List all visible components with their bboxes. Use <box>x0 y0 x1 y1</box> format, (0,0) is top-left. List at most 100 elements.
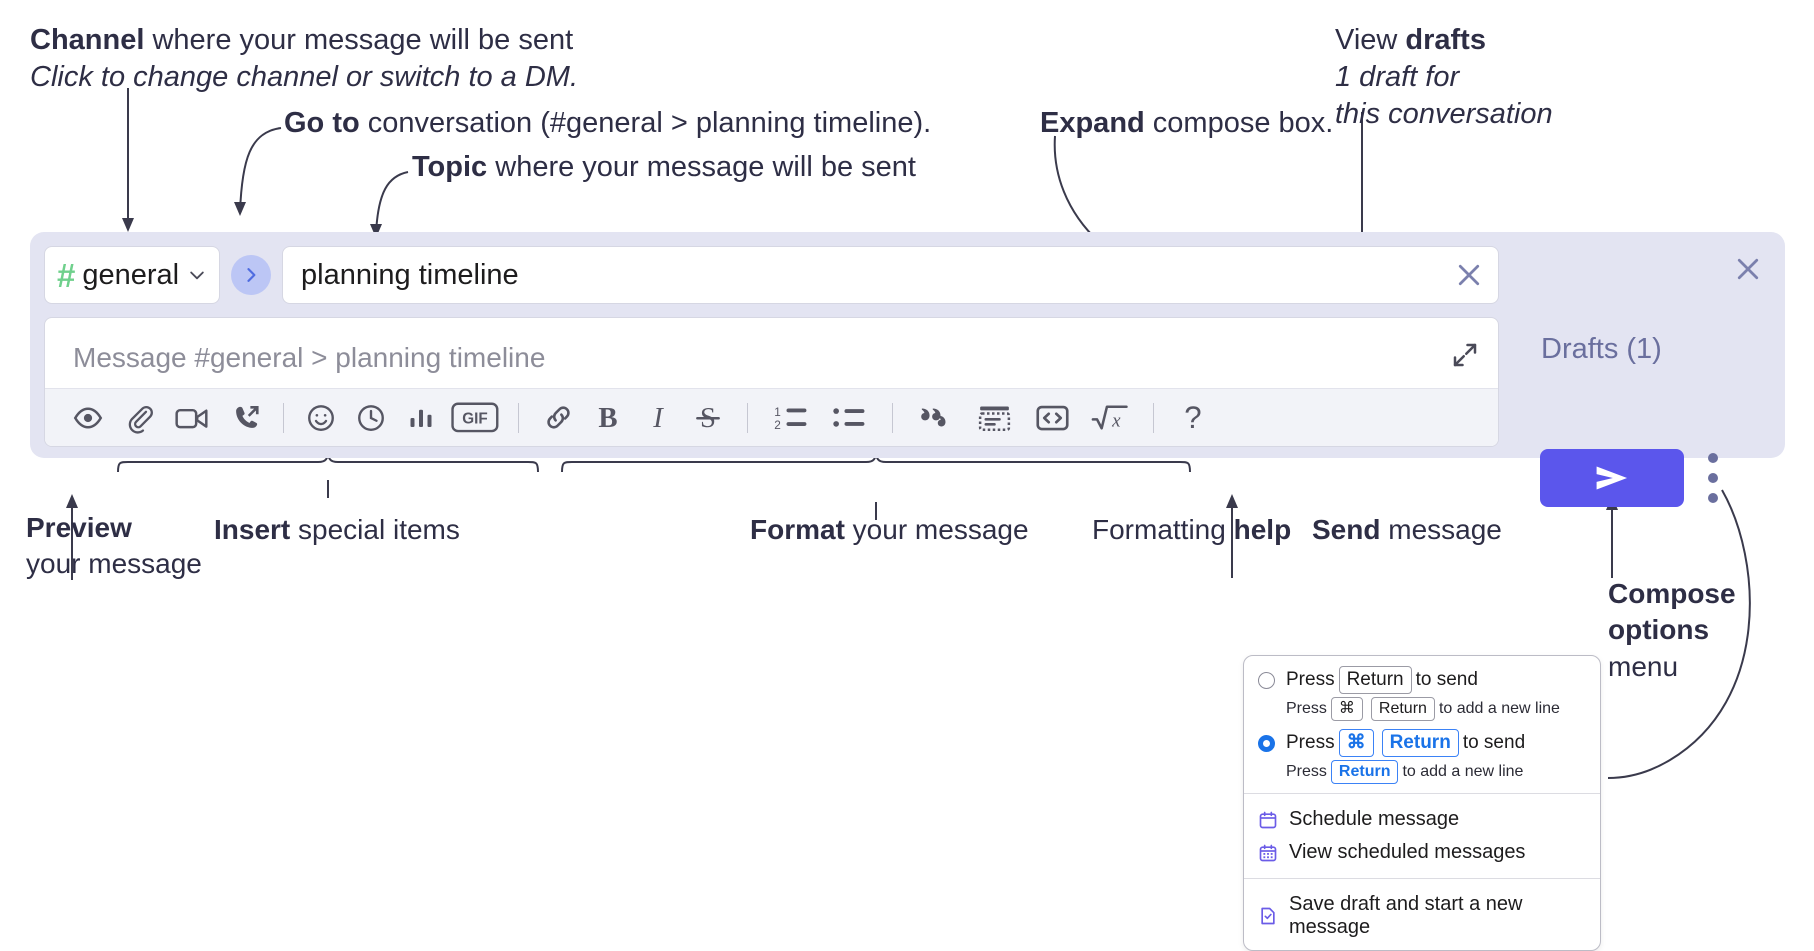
code-block-icon[interactable] <box>965 396 1023 440</box>
channel-selector[interactable]: # general <box>44 246 220 304</box>
annotation-insert-rest: special items <box>290 514 460 545</box>
kebab-dot <box>1708 453 1718 463</box>
key-return: Return <box>1338 666 1412 694</box>
menu-option-return-to-send[interactable]: Press Return to send <box>1244 666 1600 694</box>
send-button[interactable] <box>1540 449 1684 507</box>
expand-compose-box-icon[interactable] <box>1450 340 1480 370</box>
toolbar-divider <box>747 402 748 433</box>
hash-icon: # <box>57 256 76 294</box>
channel-name-label: general <box>82 258 180 291</box>
compose-options-menu-button[interactable] <box>1708 453 1718 503</box>
math-sqrt-icon[interactable]: x <box>1081 396 1139 440</box>
gif-label: GIF <box>462 411 487 428</box>
svg-text:2: 2 <box>774 418 781 432</box>
annotation-goto-bold: Go to <box>284 107 360 139</box>
italic-icon[interactable]: I <box>633 396 683 440</box>
drafts-link[interactable]: Drafts (1) <box>1541 333 1662 365</box>
annotation-help-pre: Formatting <box>1092 514 1234 545</box>
key-command: ⌘ <box>1330 697 1363 721</box>
option-0-pre: Press <box>1286 669 1335 690</box>
annotation-compose-rest: menu <box>1608 650 1679 682</box>
annotation-channel-bold: Channel <box>30 24 145 56</box>
kebab-dot <box>1708 473 1718 483</box>
annotation-compose-options: Compose options menu <box>1608 576 1736 685</box>
annotation-drafts-pre: View <box>1335 24 1406 56</box>
topic-input[interactable]: planning timeline <box>282 246 1499 304</box>
radio-selected[interactable] <box>1258 734 1275 752</box>
option-1-post: to send <box>1462 732 1526 753</box>
formatting-help-icon[interactable]: ? <box>1168 396 1218 440</box>
save-draft-icon <box>1258 906 1278 926</box>
clock-icon[interactable] <box>346 396 396 440</box>
composer-header-row: # general planning timeline <box>44 244 1499 306</box>
message-placeholder: Message #general > planning timeline <box>73 342 546 373</box>
bold-icon[interactable]: B <box>583 396 633 440</box>
blockquote-icon[interactable] <box>907 396 965 440</box>
annotation-goto-rest: conversation (#general > planning timeli… <box>359 107 932 139</box>
menu-item-view-scheduled-messages[interactable]: View scheduled messages <box>1244 836 1600 869</box>
annotation-channel-rest: where your message will be sent <box>144 24 574 56</box>
compose-options-menu: Press Return to send Press ⌘ Return to a… <box>1243 655 1601 951</box>
annotation-compose-bold2: options <box>1608 614 1710 646</box>
annotation-expand-bold: Expand <box>1040 107 1145 139</box>
video-camera-icon[interactable] <box>163 396 221 440</box>
key-command: ⌘ <box>1338 729 1374 757</box>
option-1-pre: Press <box>1286 732 1335 753</box>
phone-forward-icon[interactable] <box>221 396 271 440</box>
go-to-conversation-button[interactable] <box>231 255 271 295</box>
annotation-drafts-italic1: 1 draft for <box>1335 61 1460 94</box>
annotation-preview-bold: Preview <box>26 512 132 543</box>
svg-text:x: x <box>1111 410 1121 431</box>
key-return: Return <box>1370 697 1435 721</box>
annotation-goto: Go to conversation (#general > planning … <box>284 105 931 142</box>
gif-icon[interactable]: GIF <box>446 396 504 440</box>
option-0-sub-pre: Press <box>1286 700 1327 717</box>
option-0-sub-post: to add a new line <box>1438 700 1560 717</box>
close-icon[interactable] <box>1733 254 1763 284</box>
preview-eye-icon[interactable] <box>63 396 113 440</box>
attachment-paperclip-icon[interactable] <box>113 396 163 440</box>
code-icon[interactable] <box>1023 396 1081 440</box>
strikethrough-icon[interactable]: S <box>683 396 733 440</box>
emoji-smiley-icon[interactable] <box>296 396 346 440</box>
clear-topic-icon[interactable] <box>1454 260 1484 290</box>
link-icon[interactable] <box>533 396 583 440</box>
menu-option-0-subtext: Press ⌘ Return to add a new line <box>1244 694 1600 721</box>
annotation-insert-bold: Insert <box>214 514 291 545</box>
topic-value: planning timeline <box>301 258 519 291</box>
annotation-channel-italic: Click to change channel or switch to a D… <box>30 61 579 94</box>
menu-divider <box>1244 878 1600 879</box>
option-1-sub-post: to add a new line <box>1402 763 1524 780</box>
option-1-sub-pre: Press <box>1286 763 1327 780</box>
annotation-topic-rest: where your message will be sent <box>487 151 916 183</box>
message-composer-panel: # general planning timeline Message #gen… <box>30 232 1785 458</box>
annotation-insert: Insert special items <box>214 512 460 548</box>
annotation-preview-rest: your message <box>26 547 202 579</box>
menu-item-label: Schedule message <box>1289 808 1460 830</box>
italic-label: I <box>652 401 664 433</box>
annotation-format: Format your message <box>750 512 1029 548</box>
annotation-drafts: View drafts 1 draft for this conversatio… <box>1335 22 1553 133</box>
calendar-grid-icon <box>1258 843 1278 863</box>
bullet-list-icon[interactable] <box>820 396 878 440</box>
menu-item-save-draft[interactable]: Save draft and start a new message <box>1244 888 1600 944</box>
radio-unselected[interactable] <box>1258 671 1275 689</box>
menu-divider <box>1244 793 1600 794</box>
calendar-schedule-icon <box>1258 810 1278 830</box>
help-label: ? <box>1184 400 1201 435</box>
annotation-preview: Preview your message <box>26 510 202 582</box>
annotation-drafts-italic2: this conversation <box>1335 98 1553 131</box>
annotation-format-rest: your message <box>844 514 1029 545</box>
menu-item-schedule-message[interactable]: Schedule message <box>1244 803 1600 836</box>
menu-item-label: View scheduled messages <box>1289 841 1526 863</box>
message-input-area[interactable]: Message #general > planning timeline <box>44 317 1499 447</box>
menu-option-1-subtext: Press Return to add a new line <box>1244 757 1600 784</box>
annotation-send-bold: Send <box>1312 514 1381 545</box>
poll-bar-chart-icon[interactable] <box>396 396 446 440</box>
annotation-expand: Expand compose box. <box>1040 105 1333 142</box>
chevron-down-icon <box>187 265 207 285</box>
annotation-send: Send message <box>1312 512 1502 548</box>
menu-option-cmd-return-to-send[interactable]: Press ⌘ Return to send <box>1244 729 1600 757</box>
